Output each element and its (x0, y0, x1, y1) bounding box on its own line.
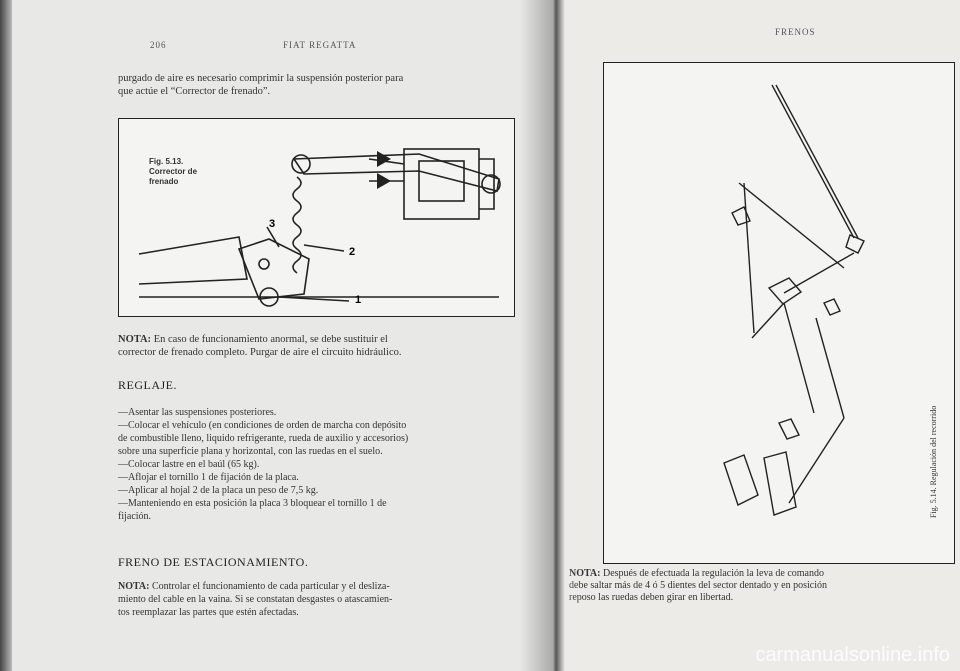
caption-line: Corrector de (149, 167, 198, 176)
book-edge-shadow (0, 0, 12, 671)
figure-5-13-caption: Fig. 5.13. Corrector de frenado (149, 157, 197, 187)
nota-line: Controlar el funcionamiento de cada part… (151, 581, 390, 592)
running-title-right: FRENOS (775, 27, 816, 37)
brake-corrector-drawing: 3 2 1 (138, 148, 501, 307)
callout-1: 1 (355, 294, 361, 306)
right-page: FRENOS Fig. 5.14. Regula (555, 0, 960, 671)
nota-right: NOTA: Después de efectuada la regulación… (569, 568, 827, 604)
intro-line: que actúe el “Corrector de frenado”. (118, 86, 271, 97)
list-item: —Aflojar el tornillo 1 de fijación de la… (118, 472, 299, 483)
left-page: 206 FIAT REGATTA purgado de aire es nece… (0, 0, 555, 671)
nota-line: Después de efectuada la regulación la le… (602, 568, 824, 579)
list-item: —Aplicar al hojal 2 de la placa un peso … (118, 485, 319, 496)
figure-5-14-caption: Fig. 5.14. Regulación del recorrido (929, 405, 938, 518)
book-spine-shadow (520, 0, 580, 671)
reglaje-heading: REGLAJE. (118, 378, 177, 392)
watermark: carmanualsonline.info (755, 644, 950, 666)
nota-line: reposo las ruedas deben girar en liberta… (569, 592, 734, 603)
nota-line: miento del cable en la vaina. Si se cons… (118, 594, 393, 605)
list-item: sobre una superficie plana y horizontal,… (118, 446, 383, 457)
caption-line: frenado (149, 177, 179, 186)
page-number: 206 (150, 40, 167, 50)
intro-paragraph: purgado de aire es necesario comprimir l… (118, 72, 403, 98)
running-title-left: FIAT REGATTA (283, 40, 357, 50)
list-item: —Colocar lastre en el baúl (65 kg). (118, 459, 260, 470)
nota-line: En caso de funcionamiento anormal, se de… (153, 334, 388, 345)
freno-heading: FRENO DE ESTACIONAMIENTO. (118, 555, 309, 569)
list-item: de combustible lleno, liquido refrigeran… (118, 433, 409, 444)
caption-line: Fig. 5.13. (149, 157, 184, 166)
list-item: fijación. (118, 511, 152, 522)
list-item: —Asentar las suspensiones posteriores. (118, 407, 277, 418)
callout-3: 3 (269, 218, 275, 230)
reglaje-list: —Asentar las suspensiones posteriores. —… (118, 406, 408, 523)
list-item: —Manteniendo en esta posición la placa 3… (118, 498, 387, 509)
nota-line: tos reemplazar las partes que estén afec… (118, 607, 299, 618)
nota-line: debe saltar más de 4 ó 5 dientes del sec… (569, 580, 827, 591)
nota-2: NOTA: Controlar el funcionamiento de cad… (118, 580, 392, 619)
parking-brake-drawing (723, 84, 865, 516)
nota-label: NOTA: (118, 581, 150, 592)
figure-5-14: Fig. 5.14. Regulación del recorrido (603, 62, 955, 564)
figure-5-13: Fig. 5.13. Corrector de frenado (118, 118, 515, 317)
nota-label: NOTA: (569, 568, 601, 579)
callout-2: 2 (349, 246, 355, 258)
nota-1: NOTA: En caso de funcionamiento anormal,… (118, 333, 401, 359)
nota-label: NOTA: (118, 334, 152, 345)
intro-line: purgado de aire es necesario comprimir l… (118, 73, 404, 84)
list-item: —Colocar el vehículo (en condiciones de … (118, 420, 407, 431)
nota-line: corrector de frenado completo. Purgar de… (118, 347, 402, 358)
